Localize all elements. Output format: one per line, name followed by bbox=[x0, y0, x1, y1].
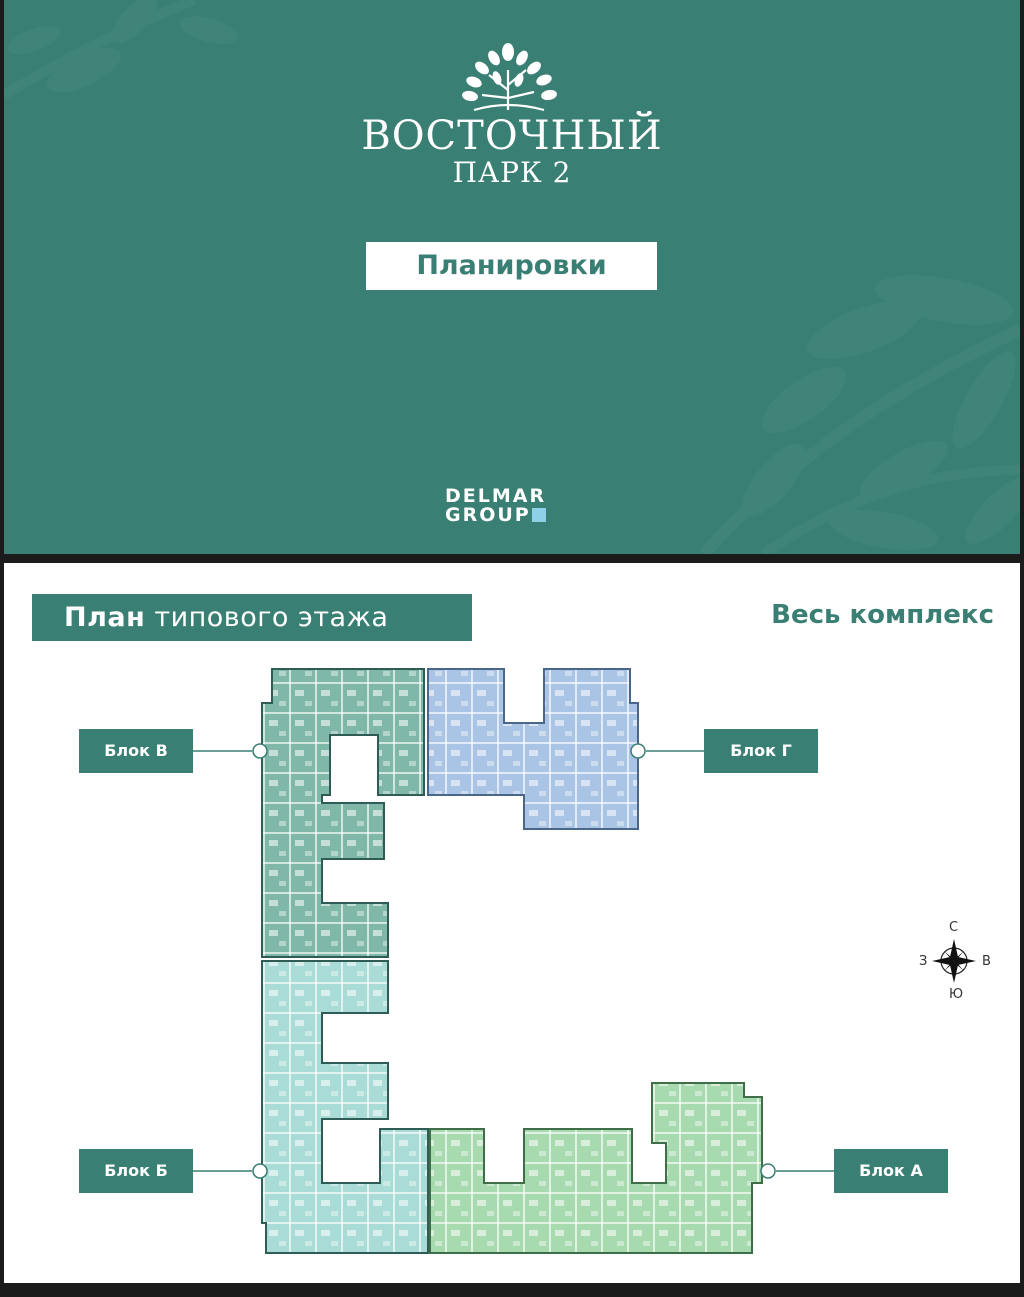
project-title-line2: ПАРК 2 bbox=[452, 156, 572, 189]
compass-south-label: Ю bbox=[949, 987, 964, 1002]
block-b-label[interactable]: Блок Б bbox=[79, 1149, 193, 1193]
project-title-line1: ВОСТОЧНЫЙ bbox=[361, 113, 663, 159]
plans-button[interactable]: Планировки bbox=[366, 242, 657, 290]
developer-logo: DELMAR GROUP bbox=[445, 487, 546, 525]
floor-plan-drawing bbox=[193, 668, 976, 1254]
block-g-plan bbox=[427, 668, 639, 830]
leaf-decoration-icon bbox=[4, 0, 1020, 554]
plan-title: План типового этажа bbox=[32, 594, 472, 641]
plan-title-rest: типового этажа bbox=[154, 602, 389, 633]
block-v-label[interactable]: Блок В bbox=[79, 729, 193, 773]
block-a-plan bbox=[429, 1082, 763, 1254]
cover-slide: ВОСТОЧНЫЙ ПАРК 2 Планировки DELMAR GROUP bbox=[4, 0, 1020, 554]
compass-east-label: В bbox=[982, 954, 991, 969]
logo-square-icon bbox=[531, 508, 546, 522]
compass-north-label: С bbox=[949, 920, 959, 935]
developer-logo-line2: GROUP bbox=[445, 504, 531, 526]
developer-logo-line1: DELMAR bbox=[445, 485, 547, 507]
block-connectors bbox=[193, 743, 834, 1179]
compass-rose-icon bbox=[932, 939, 976, 983]
block-b-plan bbox=[261, 960, 429, 1254]
tree-logo-icon bbox=[473, 69, 545, 112]
block-a-label[interactable]: Блок А bbox=[834, 1149, 948, 1193]
plan-title-bold: План bbox=[64, 602, 146, 633]
block-g-label[interactable]: Блок Г bbox=[704, 729, 818, 773]
block-v-plan bbox=[261, 668, 425, 958]
compass-west-label: З bbox=[919, 954, 928, 969]
floor-plan-slide: План типового этажа Весь комплекс bbox=[4, 563, 1020, 1283]
complex-subtitle: Весь комплекс bbox=[771, 600, 994, 630]
